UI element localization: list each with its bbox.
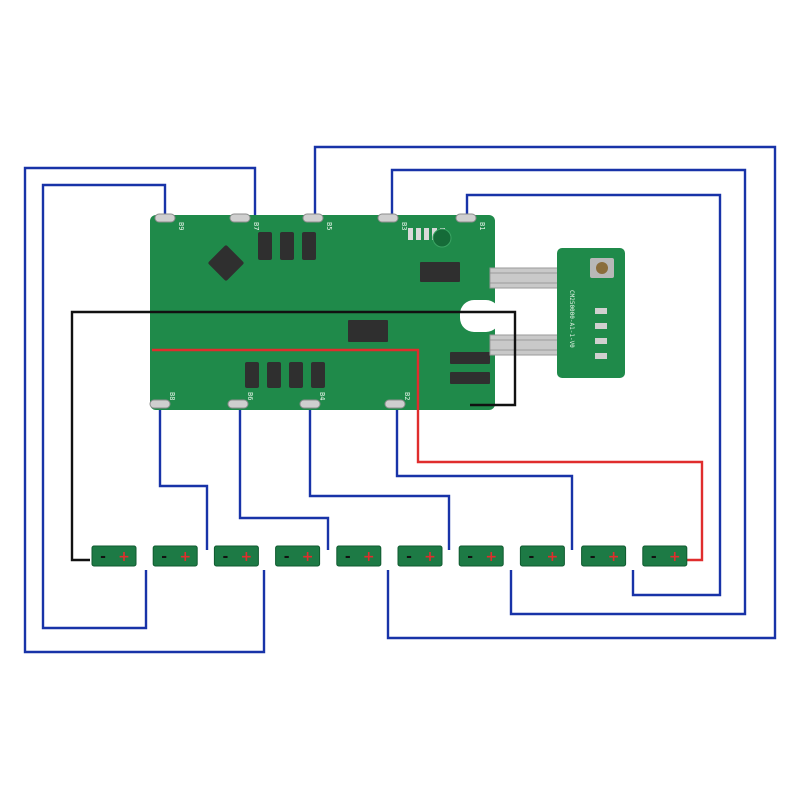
negative-wire: [70, 310, 517, 562]
led-board-leds: [595, 308, 607, 359]
battery-cell: -+: [519, 545, 565, 567]
svg-text:B6: B6: [246, 392, 254, 400]
cell-body: [213, 545, 259, 567]
cell-body: [642, 545, 688, 567]
cell-minus-sign: -: [161, 549, 167, 565]
battery-cells: -+-+-+-+-+-+-+-+-+-+: [91, 545, 688, 567]
pad-b7: B7: [229, 213, 260, 230]
cell-body: [397, 545, 443, 567]
cell-plus-sign: +: [179, 549, 191, 565]
svg-text:B2: B2: [403, 392, 411, 400]
cell-body: [519, 545, 565, 567]
battery-cell: -+: [642, 545, 688, 567]
cell-body: [152, 545, 198, 567]
cell-plus-sign: +: [302, 549, 314, 565]
cell-plus-sign: +: [424, 549, 436, 565]
battery-cell: -+: [458, 545, 504, 567]
cell-body: [581, 545, 627, 567]
top-pads: B9 B7 B5 B3 B1: [154, 213, 486, 230]
balance-wire: [41, 183, 167, 630]
balance-wire: [465, 193, 722, 597]
ribbon-upper: [489, 267, 561, 289]
cell-minus-sign: -: [651, 549, 657, 565]
svg-text:B5: B5: [325, 222, 333, 230]
cell-plus-sign: +: [485, 549, 497, 565]
balance-wire: [308, 403, 451, 550]
led-indicator-board: CM250000-A1-1-V0: [557, 248, 625, 378]
positive-wire: [152, 348, 704, 562]
cell-minus-sign: -: [528, 549, 534, 565]
svg-text:B4: B4: [318, 392, 326, 400]
battery-cell: -+: [152, 545, 198, 567]
balance-wire: [158, 403, 209, 550]
cell-plus-sign: +: [547, 549, 559, 565]
pad-b4: B4: [299, 392, 326, 409]
ribbon-cables: [489, 267, 561, 356]
cell-plus-sign: +: [241, 549, 253, 565]
battery-cell: -+: [336, 545, 382, 567]
cell-plus-sign: +: [118, 549, 130, 565]
cell-plus-sign: +: [608, 549, 620, 565]
main-board-notch: [460, 300, 500, 332]
battery-cell: -+: [213, 545, 259, 567]
cell-body: [275, 545, 321, 567]
cell-plus-sign: +: [669, 549, 681, 565]
balance-wire: [23, 166, 266, 654]
svg-text:B7: B7: [252, 222, 260, 230]
pad-b3: B3: [377, 213, 408, 230]
balance-wires: [23, 145, 777, 654]
svg-text:B1: B1: [478, 222, 486, 230]
cell-plus-sign: +: [363, 549, 375, 565]
pad-b1: B1: [455, 213, 486, 230]
battery-cell: -+: [91, 545, 137, 567]
balance-wire: [395, 403, 574, 550]
balance-wire: [238, 403, 330, 550]
mounting-hole-icon: [432, 228, 452, 248]
svg-text:B3: B3: [400, 222, 408, 230]
balance-wire: [313, 145, 777, 640]
pad-b9: B9: [154, 213, 185, 230]
cell-minus-sign: -: [284, 549, 290, 565]
pad-b8: B8: [149, 392, 176, 409]
balance-wire: [390, 168, 747, 616]
cell-minus-sign: -: [345, 549, 351, 565]
cell-minus-sign: -: [406, 549, 412, 565]
bottom-pads: B8 B6 B4 B2: [149, 392, 411, 409]
battery-cell: -+: [397, 545, 443, 567]
cell-body: [336, 545, 382, 567]
ribbon-lower: [489, 334, 561, 356]
svg-text:B9: B9: [177, 222, 185, 230]
cell-body: [91, 545, 137, 567]
main-board-components: [208, 232, 490, 388]
pad-b6: B6: [227, 392, 254, 409]
pad-b5: B5: [302, 213, 333, 230]
battery-cell: -+: [581, 545, 627, 567]
cell-minus-sign: -: [222, 549, 228, 565]
cell-minus-sign: -: [100, 549, 106, 565]
cell-minus-sign: -: [590, 549, 596, 565]
cell-body: [458, 545, 504, 567]
pad-b2: B2: [384, 392, 411, 409]
cell-minus-sign: -: [467, 549, 473, 565]
led-board-body: [557, 248, 625, 378]
svg-text:B8: B8: [168, 392, 176, 400]
led-board-silkscreen: CM250000-A1-1-V0: [568, 290, 575, 348]
battery-cell: -+: [275, 545, 321, 567]
